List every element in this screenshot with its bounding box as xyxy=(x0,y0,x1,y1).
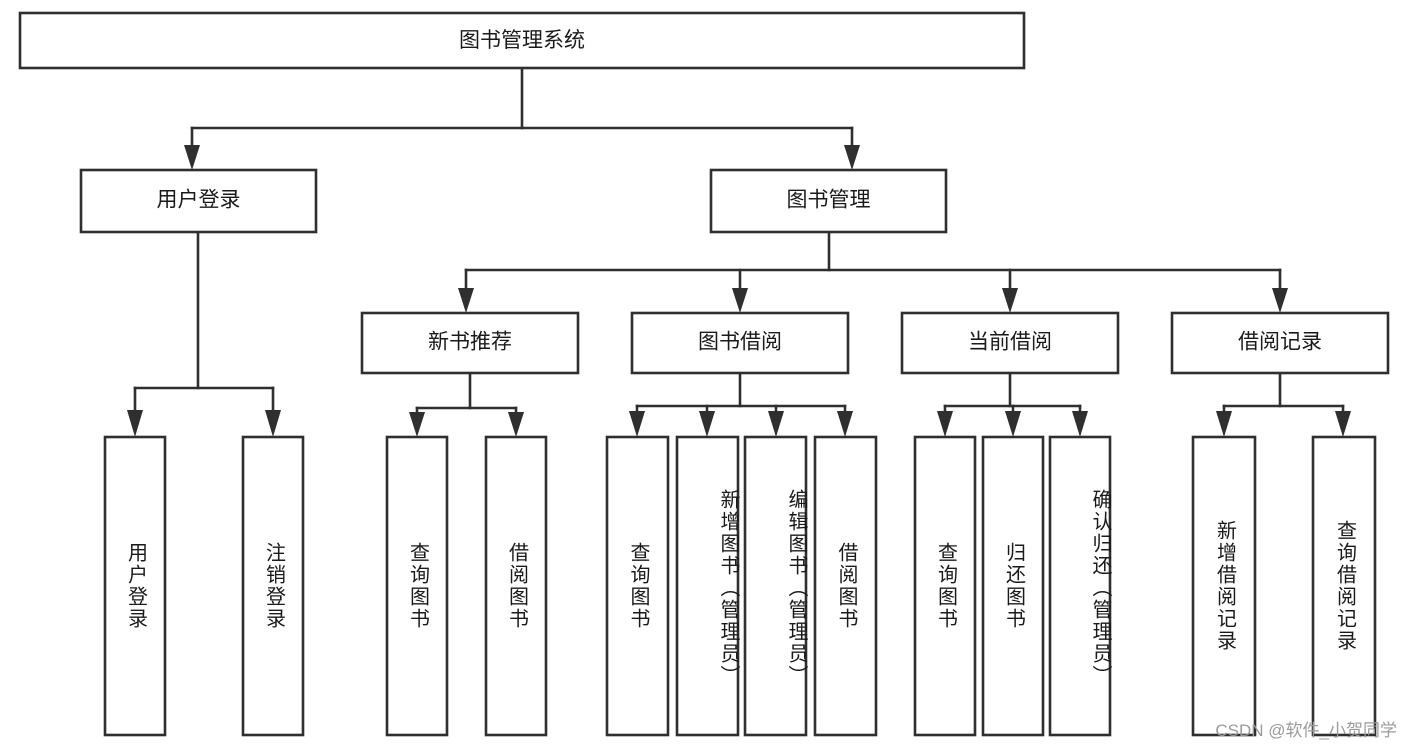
connector-bookmanagement-to-level2 xyxy=(458,230,1288,313)
node-new-book-recommend[interactable]: 新书推荐 xyxy=(360,311,580,375)
connector-newbook-to-leaves xyxy=(409,371,524,437)
connector-userlogin-to-leaves xyxy=(127,230,281,437)
node-leaf-user-login[interactable] xyxy=(103,435,167,737)
node-leaf-edit-book[interactable] xyxy=(743,435,808,737)
node-current-borrow[interactable]: 当前借阅 xyxy=(900,311,1120,375)
node-leaf-query-book-1[interactable] xyxy=(385,435,449,737)
node-borrow-record[interactable]: 借阅记录 xyxy=(1170,311,1390,375)
connector-bookborrow-to-leaves xyxy=(629,371,853,437)
node-leaf-borrow-book-1[interactable] xyxy=(484,435,548,737)
node-leaf-query-book-2[interactable] xyxy=(605,435,670,737)
connector-borrowrecord-to-leaves xyxy=(1216,371,1351,437)
node-new-book-recommend-label: 新书推荐 xyxy=(428,331,512,354)
connector-currentborrow-to-leaves xyxy=(937,371,1088,437)
node-root-label: 图书管理系统 xyxy=(459,29,585,52)
node-leaf-query-record[interactable] xyxy=(1311,435,1377,737)
csdn-watermark: CSDN @软件_小贺同学 xyxy=(1215,721,1397,740)
node-book-borrow[interactable]: 图书借阅 xyxy=(630,311,850,375)
node-borrow-record-label: 借阅记录 xyxy=(1238,331,1322,354)
node-book-management-label: 图书管理 xyxy=(787,189,871,212)
node-leaf-add-record[interactable] xyxy=(1191,435,1257,737)
node-user-login[interactable]: 用户登录 xyxy=(79,168,318,234)
node-user-login-label: 用户登录 xyxy=(157,189,241,212)
node-root[interactable]: 图书管理系统 xyxy=(18,11,1026,70)
node-leaf-add-book[interactable] xyxy=(675,435,740,737)
node-current-borrow-label: 当前借阅 xyxy=(968,331,1052,354)
node-leaf-query-book-3[interactable] xyxy=(913,435,977,737)
node-book-management[interactable]: 图书管理 xyxy=(709,168,948,234)
connector-root-to-level1 xyxy=(184,66,860,170)
node-leaf-logout-login[interactable] xyxy=(241,435,305,737)
node-leaf-confirm-return[interactable] xyxy=(1048,435,1112,737)
node-book-borrow-label: 图书借阅 xyxy=(698,331,782,354)
node-leaf-return-book[interactable] xyxy=(981,435,1045,737)
node-leaf-borrow-book-2[interactable] xyxy=(813,435,878,737)
